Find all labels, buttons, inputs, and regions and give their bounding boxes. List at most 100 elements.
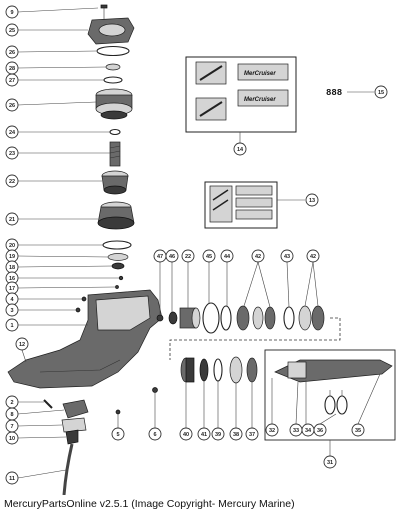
o-ring-part (96, 45, 130, 57)
callout-38[interactable]: 38 (229, 427, 243, 441)
callout-34[interactable]: 34 (301, 423, 315, 437)
svg-text:31: 31 (327, 460, 333, 466)
svg-text:19: 19 (9, 254, 15, 260)
callout-17[interactable]: 17 (5, 281, 19, 295)
callout-33[interactable]: 33 (289, 423, 303, 437)
callout-5[interactable]: 5 (111, 427, 125, 441)
bevel-gear-part (97, 201, 135, 230)
callout-22-right[interactable]: 22 (181, 249, 195, 263)
callout-46[interactable]: 46 (165, 249, 179, 263)
svg-text:27: 27 (9, 78, 15, 84)
callout-42-left[interactable]: 42 (251, 249, 265, 263)
svg-text:44: 44 (224, 254, 231, 260)
svg-text:3: 3 (10, 308, 13, 314)
callout-12[interactable]: 12 (15, 337, 29, 351)
callout-18-upper[interactable]: 18 (5, 260, 19, 274)
small-ring-part (109, 128, 121, 136)
o-ring-part (202, 302, 220, 334)
svg-text:45: 45 (206, 254, 212, 260)
spacer-ring-part (283, 306, 295, 330)
decal-set-box-small (204, 181, 305, 229)
callout-10[interactable]: 10 (5, 431, 19, 445)
gear-housing-part (7, 289, 163, 389)
callout-14[interactable]: 14 (233, 142, 247, 156)
callout-11[interactable]: 11 (5, 471, 19, 485)
ball-part (115, 285, 119, 289)
callout-45[interactable]: 45 (202, 249, 216, 263)
svg-text:7: 7 (10, 424, 13, 430)
svg-text:22: 22 (9, 179, 15, 185)
svg-text:32: 32 (269, 428, 275, 434)
decal-set-box: MerCruiser MerCruiser (185, 56, 297, 143)
svg-text:28: 28 (9, 66, 15, 72)
callout-35[interactable]: 35 (351, 423, 365, 437)
callout-27[interactable]: 27 (5, 73, 19, 87)
tapered-bearing-part (95, 88, 133, 120)
callout-13[interactable]: 13 (305, 193, 319, 207)
callout-8[interactable]: 8 (5, 407, 19, 421)
pin-part (118, 275, 124, 281)
svg-text:42: 42 (255, 254, 261, 260)
callout-36[interactable]: 36 (313, 423, 327, 437)
callout-26-top[interactable]: 26 (5, 45, 19, 59)
part-code-decal: 888 (326, 88, 374, 98)
callout-2[interactable]: 2 (5, 395, 19, 409)
exploded-parts-diagram: MerCruiser MerCruiser 888 (5, 4, 396, 495)
callout-19[interactable]: 19 (5, 249, 19, 263)
callout-43[interactable]: 43 (280, 249, 294, 263)
water-tube-part (62, 443, 74, 495)
anode-part (62, 399, 89, 419)
callout-40[interactable]: 40 (179, 427, 193, 441)
callout-22-left[interactable]: 22 (5, 174, 19, 188)
washer-part (115, 409, 121, 415)
svg-text:35: 35 (355, 428, 361, 434)
callout-21[interactable]: 21 (5, 212, 19, 226)
callout-24[interactable]: 24 (5, 125, 19, 139)
callout-26-bearing[interactable]: 26 (5, 98, 19, 112)
svg-text:26: 26 (9, 50, 15, 56)
callout-39[interactable]: 39 (211, 427, 225, 441)
callout-28[interactable]: 28 (5, 61, 19, 75)
svg-text:16: 16 (9, 276, 15, 282)
callout-32[interactable]: 32 (265, 423, 279, 437)
svg-text:1: 1 (10, 323, 13, 329)
callout-20[interactable]: 20 (5, 238, 19, 252)
svg-text:2: 2 (10, 400, 13, 406)
callout-41[interactable]: 41 (197, 427, 211, 441)
callout-47[interactable]: 47 (153, 249, 167, 263)
callout-4[interactable]: 4 (5, 292, 19, 306)
callout-9[interactable]: 9 (5, 5, 19, 19)
drain-plug-part (75, 307, 81, 313)
callout-15[interactable]: 15 (374, 85, 388, 99)
bearing-pair-part (236, 305, 276, 331)
copyright-footer: MercuryPartsOnline v2.5.1 (Image Copyrig… (4, 498, 295, 510)
svg-text:18: 18 (9, 265, 15, 271)
fitting-part (65, 429, 79, 445)
callout-42-right[interactable]: 42 (306, 249, 320, 263)
svg-text:24: 24 (9, 130, 16, 136)
callout-6[interactable]: 6 (148, 427, 162, 441)
screw-part (100, 4, 108, 20)
svg-text:12: 12 (19, 342, 25, 348)
decal-brand-text-bottom: MerCruiser (244, 97, 276, 103)
svg-text:6: 6 (153, 432, 156, 438)
svg-text:39: 39 (215, 432, 221, 438)
gear-assembly-part (180, 357, 195, 383)
callout-25[interactable]: 25 (5, 23, 19, 37)
svg-text:41: 41 (201, 432, 207, 438)
propeller-shaft-gear-part (179, 307, 201, 329)
callout-1[interactable]: 1 (5, 318, 19, 332)
callout-44[interactable]: 44 (220, 249, 234, 263)
callout-31[interactable]: 31 (323, 455, 337, 469)
svg-text:13: 13 (309, 198, 315, 204)
callout-leaders (17, 7, 381, 479)
assembly-connector-line (169, 317, 341, 360)
plate-part (61, 417, 87, 433)
callout-23[interactable]: 23 (5, 146, 19, 160)
svg-text:43: 43 (284, 254, 290, 260)
callout-7[interactable]: 7 (5, 419, 19, 433)
callout-37[interactable]: 37 (245, 427, 259, 441)
callout-3[interactable]: 3 (5, 303, 19, 317)
race-part (107, 253, 129, 261)
